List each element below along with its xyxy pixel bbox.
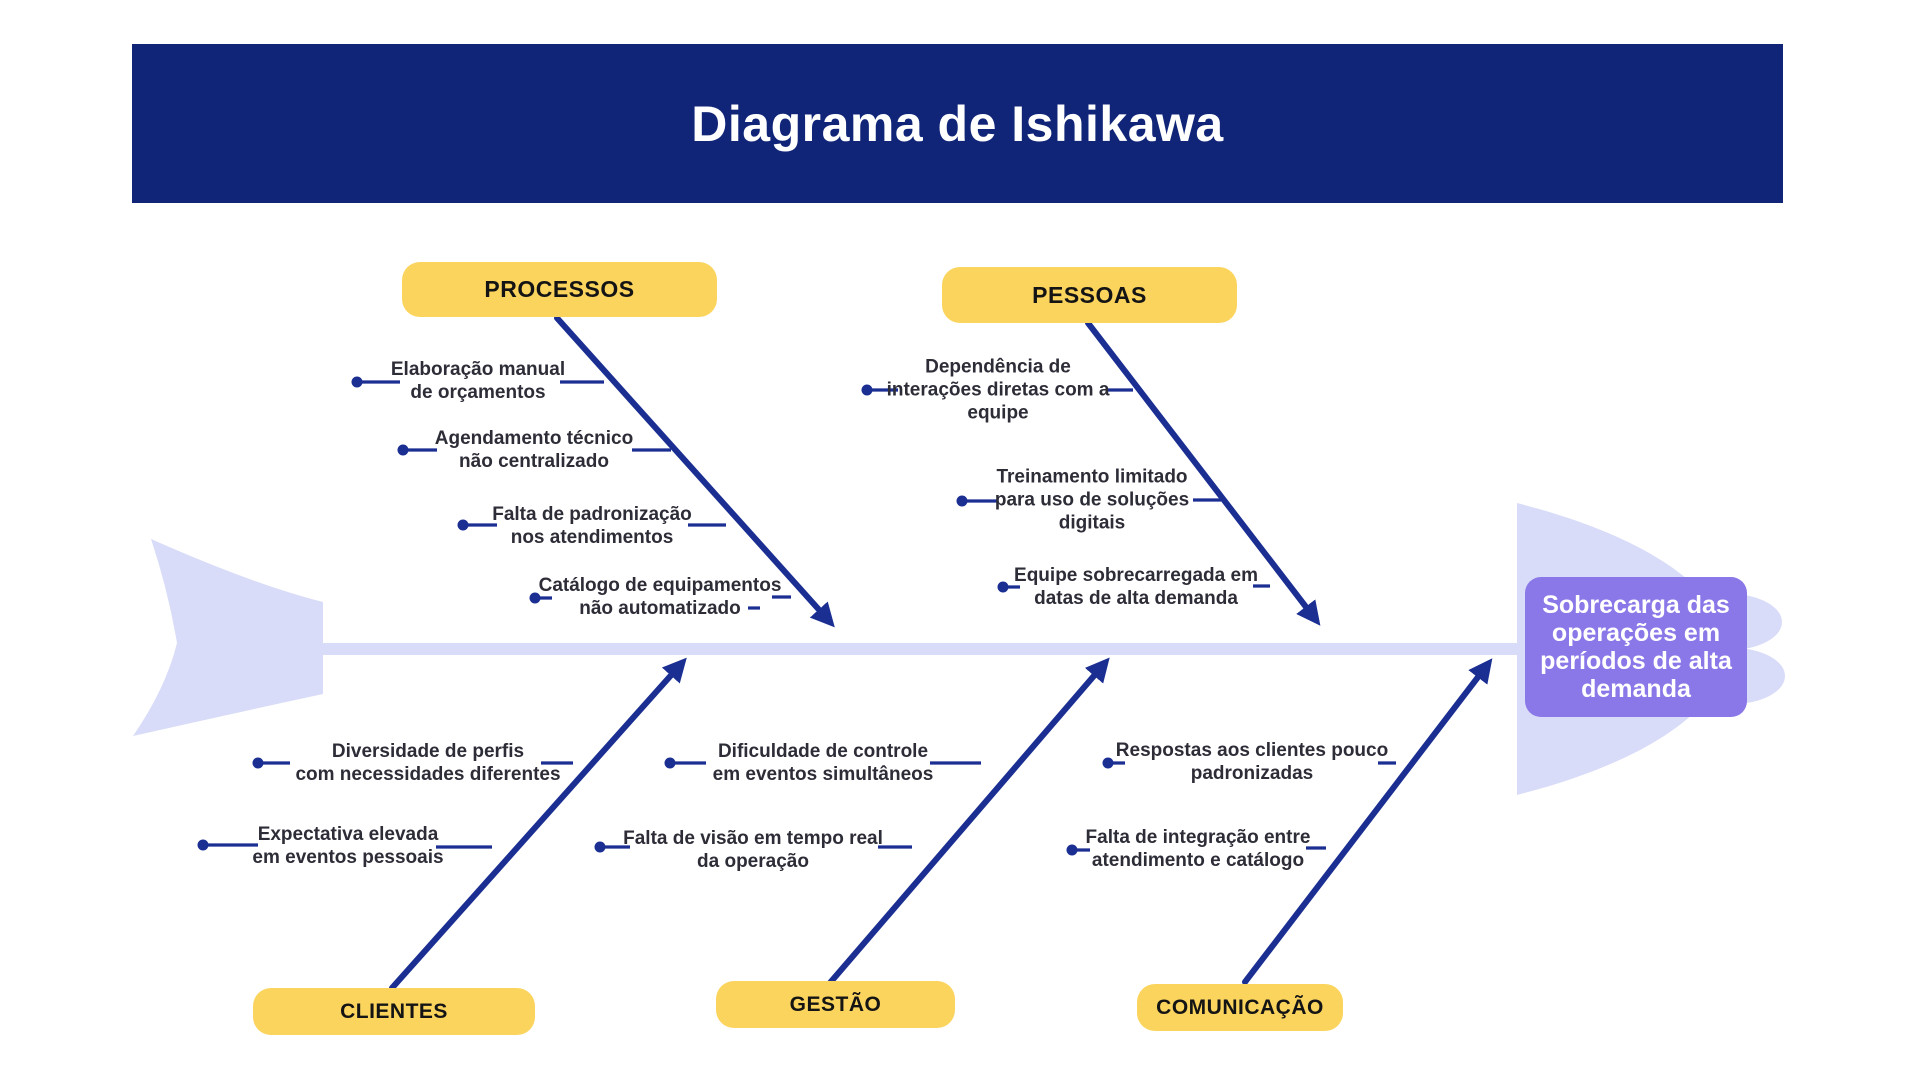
branch-arrow-comunicacao [1242,658,1493,985]
fish-spine [318,643,1530,655]
category-pill-pessoas: PESSOAS [942,267,1237,323]
cause-text: Dependência de interações diretas com a … [886,356,1110,424]
cause-text: Catálogo de equipamentos não automatizad… [538,575,782,619]
branch-arrow-clientes [389,657,687,991]
title-banner: Diagrama de Ishikawa [132,44,1783,203]
cause-connectors [203,380,1125,852]
cause-text: Treinamento limitado para uso de soluçõe… [994,466,1190,534]
fish-tail-shape [133,539,323,736]
branch-arrow-processos [554,315,835,628]
cause-text: Agendamento técnico não centralizado [434,428,634,472]
category-pill-clientes: CLIENTES [253,988,535,1035]
cause-ticks [436,380,1396,850]
branch-arrow-gestao [826,657,1110,987]
cause-text: Falta de integração entre atendimento e … [1085,827,1311,871]
effect-box: Sobrecarga das operações em períodos de … [1525,577,1747,717]
category-pill-comunicacao: COMUNICAÇÃO [1137,984,1343,1031]
cause-text: Expectativa elevada em eventos pessoais [252,824,444,868]
branch-arrow-pessoas [1085,320,1321,626]
cause-text: Respostas aos clientes pouco padronizada… [1115,740,1389,784]
cause-text: Elaboração manual de orçamentos [390,359,566,403]
cause-text: Diversidade de perfis com necessidades d… [295,741,561,785]
cause-text: Falta de padronização nos atendimentos [492,504,692,548]
page-title: Diagrama de Ishikawa [691,95,1224,152]
category-pill-processos: PROCESSOS [402,262,717,317]
cause-text: Dificuldade de controle em eventos simul… [712,741,934,785]
cause-text: Equipe sobrecarregada em datas de alta d… [1014,565,1258,609]
category-pill-gestao: GESTÃO [716,981,955,1028]
cause-text: Falta de visão em tempo real da operação [623,828,883,872]
